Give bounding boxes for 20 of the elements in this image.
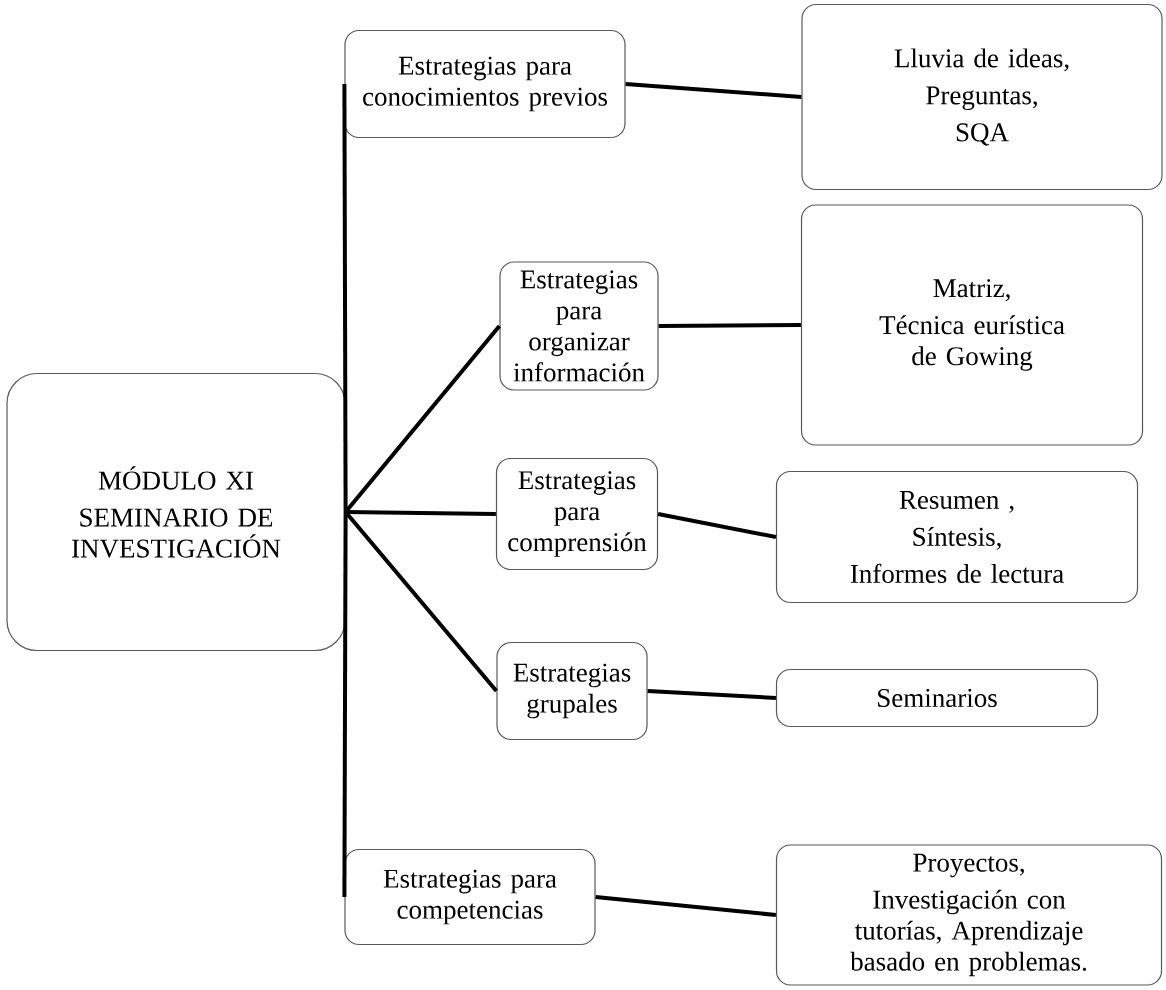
connector-line [647,689,777,700]
technique-box: Lluvia de ideas, Preguntas, SQA [801,3,1163,191]
connector-line [658,323,801,328]
connector-line [342,84,348,512]
technique-box: Proyectos, Investigación con tutorías, Aprendizaje basado en problemas. [775,844,1163,986]
strategy-box: Estrategias para organizar información [499,261,659,391]
connector-line [595,895,777,917]
strategy-box: Estrategias para conocimientos previos [344,29,626,139]
title-box: MÓDULO XI SEMINARIO DE INVESTIGACIÓN [6,372,346,652]
strategy-box: Estrategias para comprensión [495,457,659,571]
strategy-box: Estrategias grupales [496,641,648,741]
strategy-box: Estrategias para competencias [344,848,596,946]
technique-box: Matriz, Técnica eurística de Gowing [800,204,1144,446]
connector-line [657,512,777,539]
connector-line [344,324,501,514]
technique-box: Seminarios [775,668,1099,728]
connector-line [345,510,496,516]
technique-box: Resumen , Síntesis, Informes de lectura [775,470,1139,604]
connector-line [342,512,348,897]
connector-line [625,82,802,99]
